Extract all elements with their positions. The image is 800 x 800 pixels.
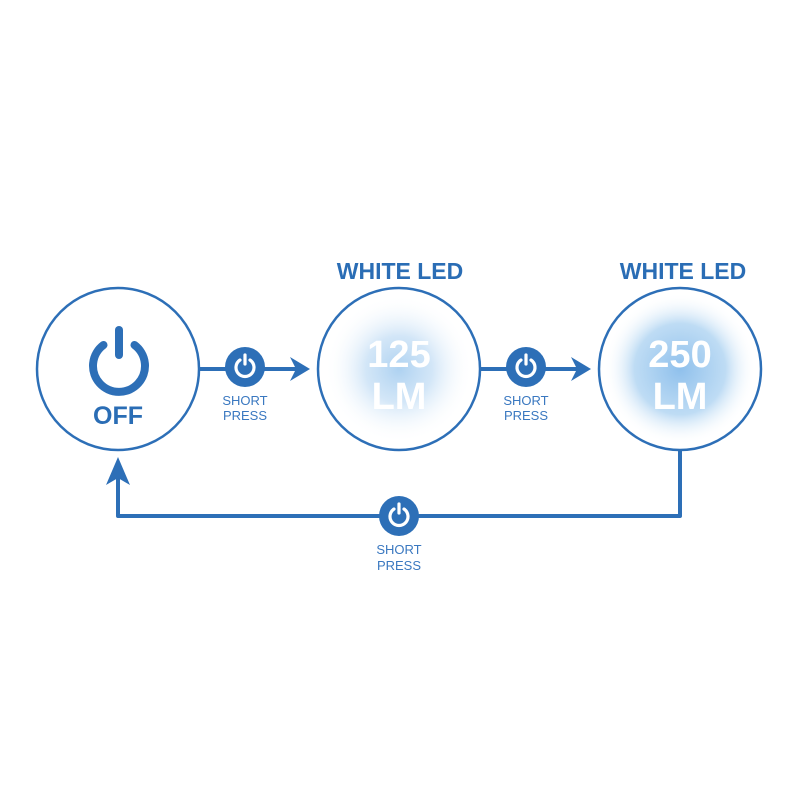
transition-button-3: SHORT PRESS (376, 496, 422, 573)
transition-button-1: SHORT PRESS (222, 347, 268, 423)
state-circle (35, 286, 201, 452)
transition-label: SHORT (503, 393, 548, 408)
state-off: OFF (35, 286, 201, 452)
lumen-value: 250 (648, 334, 711, 376)
lumen-unit: LM (653, 376, 708, 418)
arrow-head-icon (290, 357, 310, 381)
state-low-title: WHITE LED (337, 258, 464, 284)
transition-label: PRESS (223, 408, 267, 423)
transition-button-2: SHORT PRESS (503, 347, 549, 423)
arrow-head-icon (106, 457, 130, 485)
glow (604, 293, 756, 445)
state-off-label: OFF (93, 402, 143, 430)
power-icon (515, 353, 537, 379)
power-icon (89, 326, 149, 396)
power-icon (388, 502, 410, 528)
transition-label: SHORT (376, 542, 421, 557)
state-low: WHITE LED 125 LM (316, 258, 482, 452)
transition-label: SHORT (222, 393, 267, 408)
state-high: WHITE LED 250 LM (597, 258, 763, 452)
state-high-title: WHITE LED (620, 258, 747, 284)
lumen-value: 125 (367, 334, 430, 376)
glow (325, 295, 473, 443)
transition-label: PRESS (377, 558, 421, 573)
transition-label: PRESS (504, 408, 548, 423)
arrow-head-icon (571, 357, 591, 381)
power-icon (234, 353, 256, 379)
lumen-unit: LM (372, 376, 427, 418)
